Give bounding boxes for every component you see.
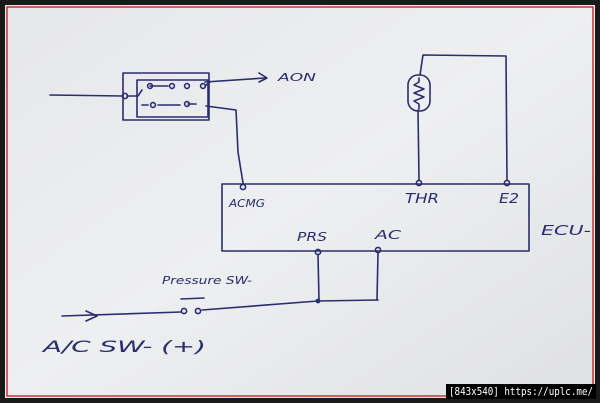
thermistor-body xyxy=(407,74,431,112)
thermistor-loop-wire xyxy=(417,54,508,181)
thr-label: THR xyxy=(405,192,439,207)
relay-section: AON xyxy=(49,71,316,184)
relay-terminal-bottom-1 xyxy=(149,101,157,109)
photo-border xyxy=(6,6,594,397)
ac-switch-label: A/C SW- (+) xyxy=(41,337,206,356)
watermark: [843x540] https://uplc.me/ xyxy=(446,384,596,399)
relay-terminal-bottom-2 xyxy=(183,100,191,108)
prs-junction xyxy=(315,298,321,304)
output-wire xyxy=(204,77,266,83)
relay-switch-arm xyxy=(204,81,211,87)
pressure-switch-label: Pressure SW- xyxy=(162,274,252,287)
pressure-switch-section: Pressure SW- A/C SW- (+) xyxy=(41,252,379,356)
thermistor-icon xyxy=(413,77,425,110)
ac-switch-arrow-icon xyxy=(85,310,98,322)
pressure-switch-contact-left xyxy=(180,307,188,315)
relay-contact-c xyxy=(183,82,191,90)
ac-wire xyxy=(376,252,379,301)
ecu-label: ECU- xyxy=(541,224,591,239)
e2-label: E2 xyxy=(499,192,519,207)
relay-contact-a xyxy=(146,82,154,90)
output-arrow-icon xyxy=(258,72,268,83)
prs-wire xyxy=(317,254,320,301)
prs-label: PRS xyxy=(297,230,327,244)
thermistor-section xyxy=(407,54,508,181)
input-wire xyxy=(49,94,124,97)
acmg-terminal xyxy=(239,183,247,191)
pressure-switch-bar xyxy=(180,297,205,300)
ac-switch-wire xyxy=(61,311,182,317)
watermark-background xyxy=(446,384,596,399)
acmg-wire xyxy=(205,105,244,184)
watermark-text: [843x540] https://uplc.me/ xyxy=(449,385,593,398)
pressure-switch-contact-right xyxy=(194,307,202,315)
relay-contact-b xyxy=(168,82,176,90)
ac-label: AC xyxy=(373,228,402,242)
ecu-block: ACMG THR E2 ECU- PRS AC xyxy=(221,179,591,256)
relay-coil xyxy=(136,79,209,118)
acmg-label: ACMG xyxy=(228,197,265,210)
paper-background xyxy=(5,5,595,398)
relay-box xyxy=(122,72,210,121)
output-label: AON xyxy=(276,71,316,84)
